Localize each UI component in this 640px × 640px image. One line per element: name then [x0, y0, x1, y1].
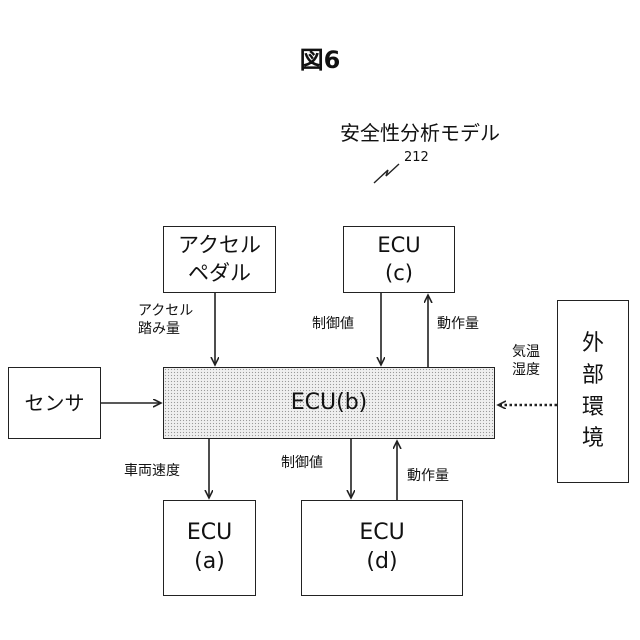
label-vehicle-speed: 車両速度 [124, 463, 180, 481]
reference-leader-icon [374, 164, 399, 183]
label-control-value-d: 制御値 [281, 455, 323, 473]
label-operation-amount-c: 動作量 [437, 316, 479, 334]
label-control-value-c: 制御値 [312, 316, 354, 334]
label-temperature-humidity: 気温 湿度 [512, 344, 540, 379]
label-accel-depression: アクセル 踏み量 [138, 303, 193, 338]
label-operation-amount-d: 動作量 [407, 468, 449, 486]
